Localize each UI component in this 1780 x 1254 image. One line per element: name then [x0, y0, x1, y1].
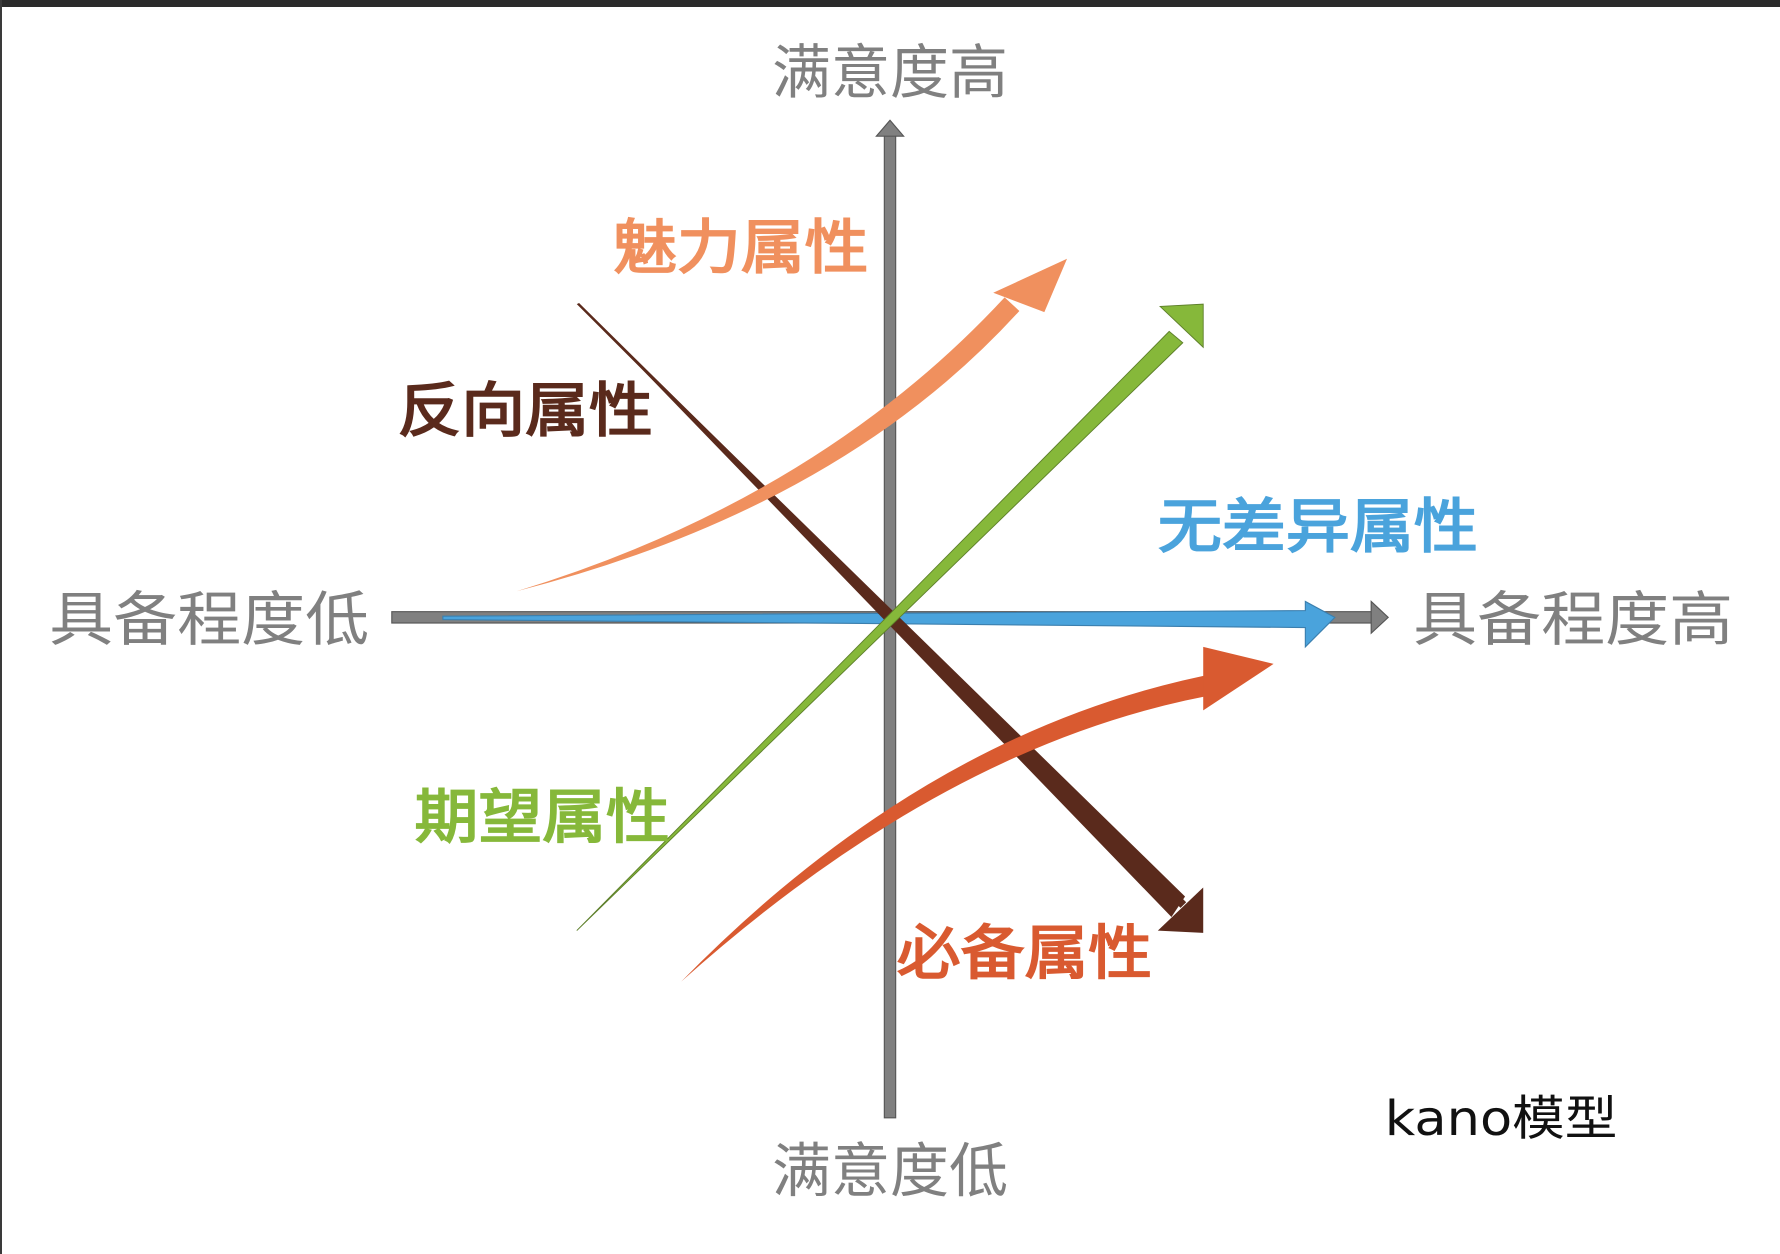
window-top-bar — [0, 0, 1780, 7]
must-be-arrow — [681, 646, 1274, 982]
axis-label-satisfaction-low: 满意度低 — [772, 1137, 1008, 1206]
window-left-border — [0, 0, 2, 1254]
attractive-arrow — [516, 258, 1068, 592]
reverse-arrow — [576, 303, 1204, 933]
indifferent-arrow — [442, 600, 1336, 649]
axis-label-fulfillment-low: 具备程度低 — [49, 585, 369, 654]
label-reverse: 反向属性 — [397, 376, 652, 445]
performance-arrow — [576, 303, 1204, 931]
diagram-title: kano模型 — [1385, 1092, 1618, 1147]
label-performance: 期望属性 — [415, 783, 670, 852]
axis-arrowhead-right — [1370, 600, 1390, 635]
axis-label-fulfillment-high: 具备程度高 — [1413, 585, 1733, 654]
label-attractive: 魅力属性 — [613, 213, 868, 282]
label-must-be: 必备属性 — [897, 919, 1152, 988]
axis-arrowhead-up — [875, 119, 905, 137]
axis-label-satisfaction-high: 满意度高 — [772, 38, 1008, 107]
label-indifferent: 无差异属性 — [1158, 492, 1478, 561]
